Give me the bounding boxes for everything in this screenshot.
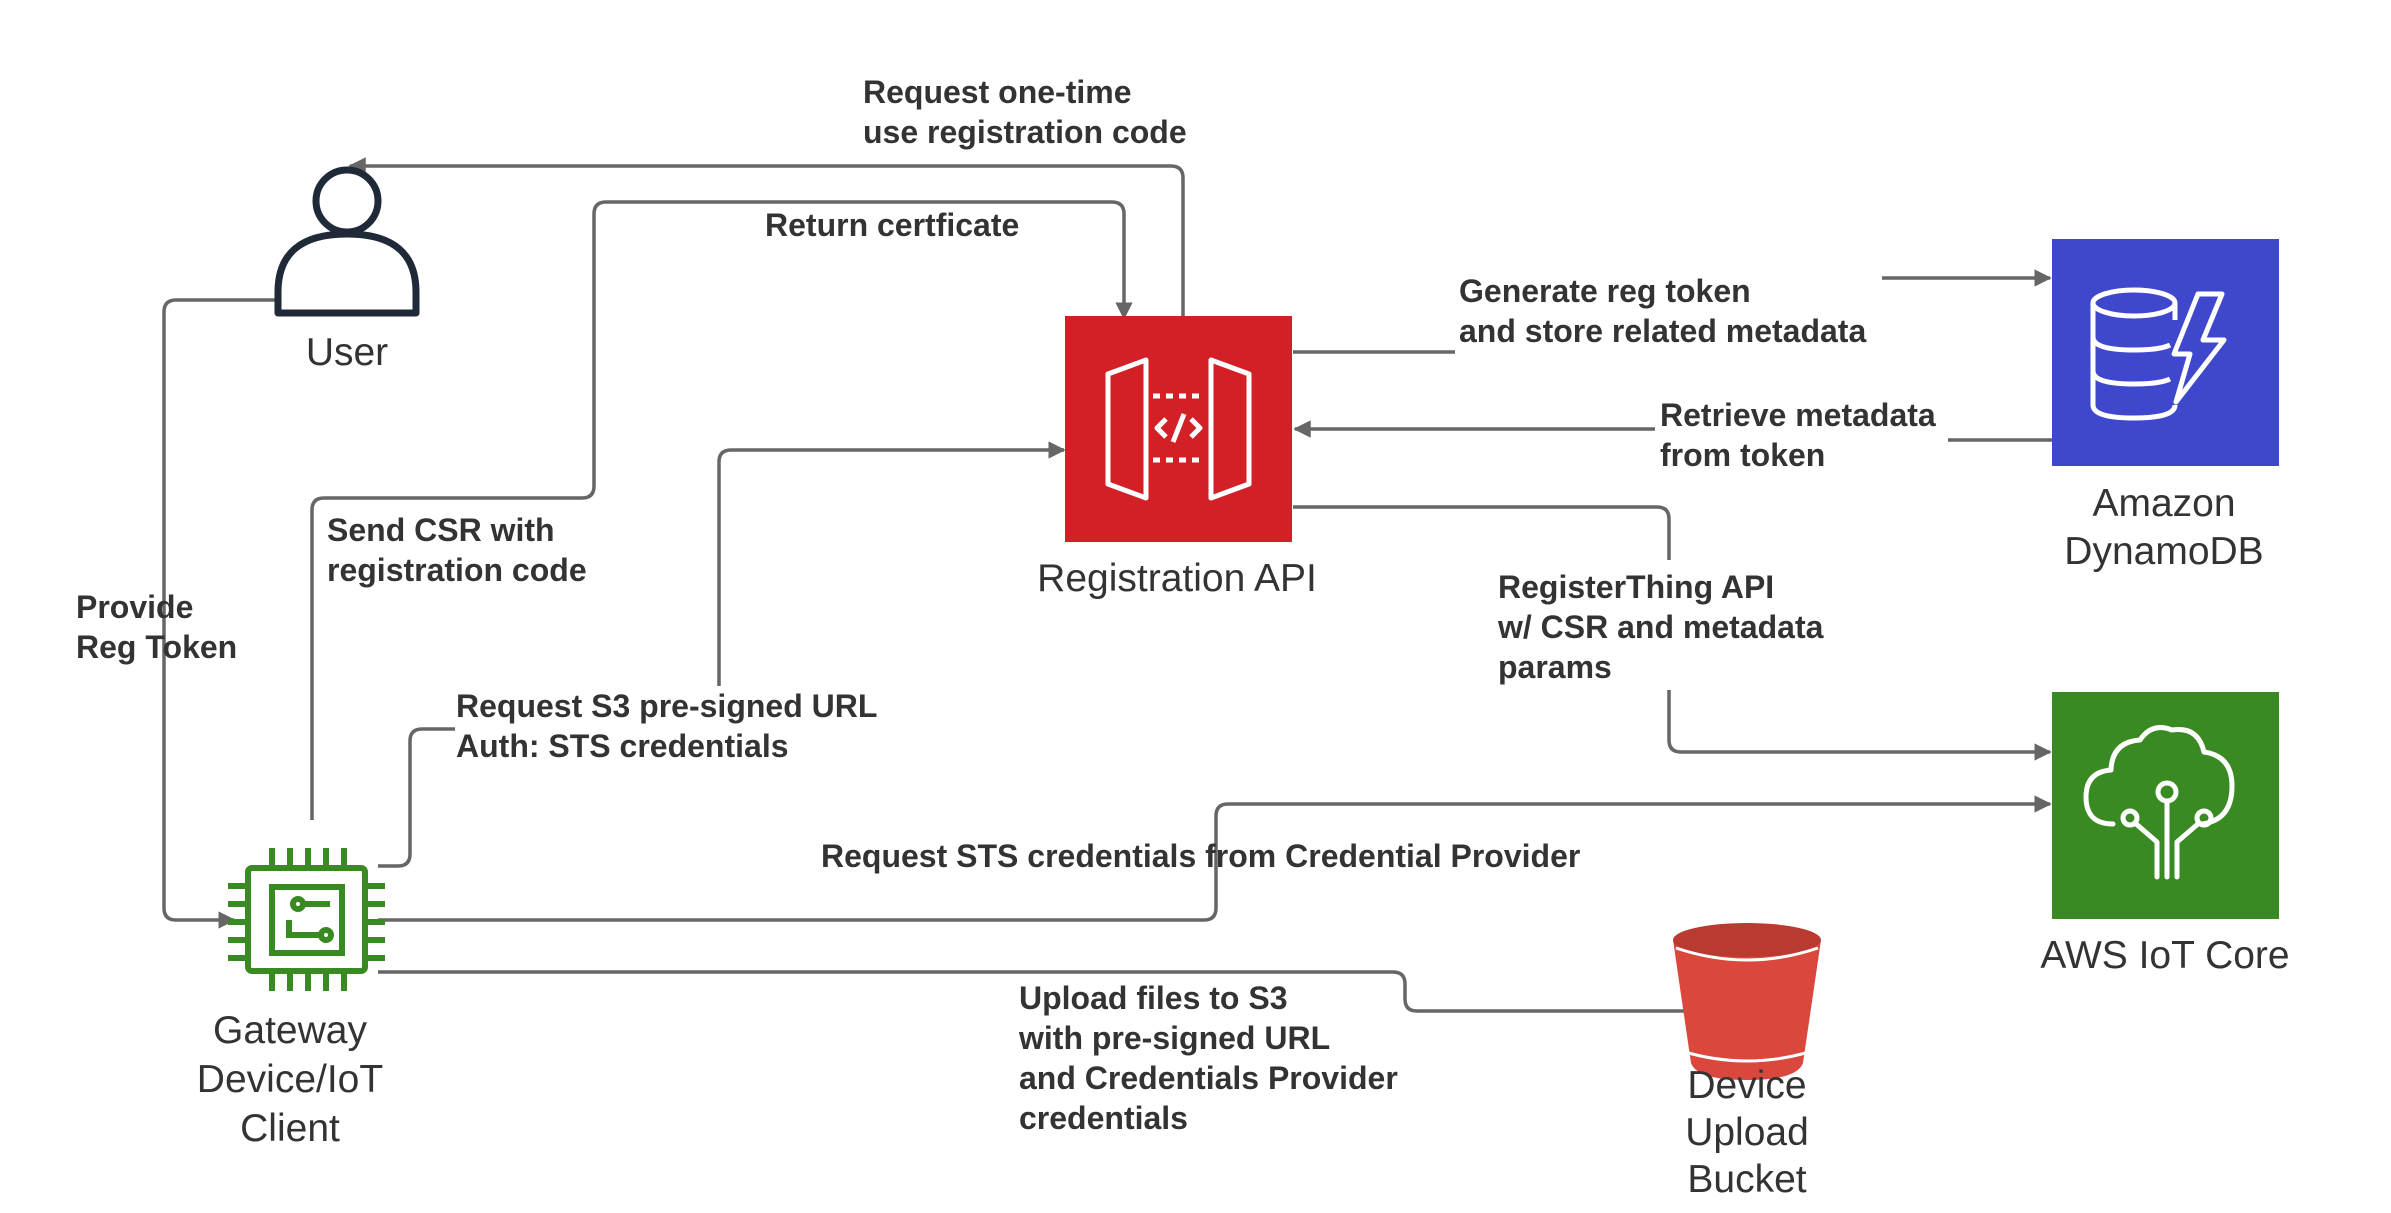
user-label: User (306, 331, 388, 374)
registration-api-label: Registration API (1037, 557, 1317, 600)
label-upload-files-line4: credentials (1019, 1100, 1188, 1136)
label-request-sts: Request STS credentials from Credential … (821, 838, 1580, 874)
label-send-csr-line2: registration code (327, 552, 587, 588)
label-request-s3-url-line1: Request S3 pre-signed URL (456, 688, 877, 724)
label-register-thing-line1: RegisterThing API (1498, 569, 1774, 605)
gateway-label-line3: Client (240, 1107, 340, 1150)
gateway-label-line2: Device/IoT (197, 1058, 383, 1101)
user-icon (274, 166, 420, 317)
api-gateway-icon (1105, 357, 1252, 501)
label-upload-files-line1: Upload files to S3 (1019, 980, 1287, 1016)
label-upload-files-line3: and Credentials Provider (1019, 1060, 1398, 1096)
user-node: User (274, 166, 420, 374)
label-retrieve-metadata-line2: from token (1660, 437, 1825, 473)
edge-request-s3-url-a (378, 727, 455, 868)
label-upload-files-line2: with pre-signed URL (1018, 1020, 1330, 1056)
label-provide-token-line2: Reg Token (76, 629, 237, 665)
label-provide-token-line1: Provide (76, 589, 193, 625)
label-return-cert: Return certficate (765, 207, 1019, 243)
edge-send-csr (310, 200, 1133, 820)
bucket-label-line3: Bucket (1687, 1158, 1806, 1201)
label-retrieve-metadata-line1: Retrieve metadata (1660, 397, 1936, 433)
bucket-label-line1: Device (1687, 1064, 1806, 1107)
dynamodb-box (2052, 239, 2279, 466)
dynamodb-label-line1: Amazon (2092, 482, 2235, 525)
edge-register-thing-b (1667, 690, 2052, 761)
edge-register-thing-a (1293, 505, 1671, 560)
bucket-label-line2: Upload (1685, 1111, 1809, 1154)
edge-request-code (348, 157, 1185, 318)
gateway-node: Gateway Device/IoT Client (197, 848, 385, 1150)
label-request-code-line1: Request one-time (863, 74, 1131, 110)
label-register-thing-line3: params (1498, 649, 1612, 685)
edge-provide-token (162, 298, 276, 929)
edge-labels: Request one-time use registration code R… (76, 74, 1936, 1136)
iot-core-icon (2083, 725, 2235, 880)
edges (162, 157, 2052, 1013)
bucket-node: Device Upload Bucket (1673, 923, 1821, 1201)
dynamodb-node: Amazon DynamoDB (2052, 239, 2279, 573)
label-generate-token-line2: and store related metadata (1459, 313, 1866, 349)
s3-bucket-icon (1673, 923, 1821, 1080)
gateway-label-line1: Gateway (213, 1009, 367, 1052)
iot-core-label: AWS IoT Core (2040, 934, 2289, 977)
registration-api-node: Registration API (1037, 316, 1317, 600)
label-generate-token-line1: Generate reg token (1459, 273, 1751, 309)
dynamodb-label-line2: DynamoDB (2064, 530, 2263, 573)
chip-icon (228, 848, 385, 991)
label-register-thing-line2: w/ CSR and metadata (1497, 609, 1824, 645)
label-request-s3-url-line2: Auth: STS credentials (456, 728, 789, 764)
label-request-code-line2: use registration code (863, 114, 1187, 150)
edge-upload-files-a (378, 970, 1688, 1013)
iot-core-node: AWS IoT Core (2040, 692, 2290, 977)
dynamodb-icon (2090, 287, 2227, 421)
label-send-csr-line1: Send CSR with (327, 512, 555, 548)
edge-request-s3-url-b (717, 441, 1066, 686)
edge-request-sts (378, 795, 2052, 922)
